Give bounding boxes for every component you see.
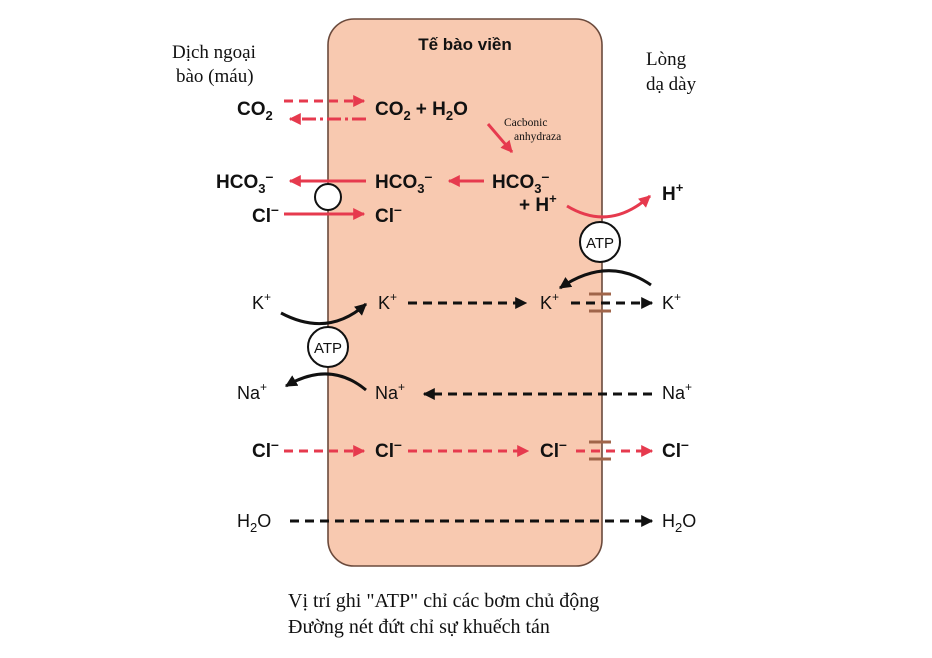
enzyme-label-line1: Cacbonic	[504, 117, 547, 129]
na-pump-out-arrow	[284, 372, 367, 392]
hco3-cl-exchanger	[314, 183, 342, 211]
cl-channel	[589, 440, 611, 461]
extracellular-label-line1: Dịch ngoại	[172, 42, 256, 63]
h2o-lumen: H2O	[662, 511, 696, 535]
k-lumen: K+	[662, 290, 681, 313]
legend-line-2: Đường nét đứt chỉ sự khuếch tán	[288, 616, 550, 638]
k-cell: K+	[378, 290, 397, 313]
hco3-product: HCO3–	[492, 168, 549, 196]
hco3-extracellular: HCO3–	[216, 168, 273, 196]
h2o-extracellular: H2O	[237, 511, 271, 535]
co2-h2o-cell: CO2+ H2O	[375, 99, 468, 123]
h-product: + H+	[519, 191, 557, 216]
na-lumen: Na+	[662, 380, 692, 403]
k-cell-apical: K+	[540, 290, 559, 313]
k-pump-in-arrow	[280, 302, 367, 326]
h-lumen: H+	[662, 180, 684, 205]
k-uptake-pump-arrow	[559, 269, 652, 290]
cl-extracellular-1: Cl–	[252, 201, 279, 227]
na-cell: Na+	[375, 380, 405, 403]
na-extracellular: Na+	[237, 380, 267, 403]
legend-line-1: Vị trí ghi "ATP" chỉ các bơm chủ động	[288, 590, 599, 612]
hco3-cell: HCO3–	[375, 168, 432, 196]
cl-cell-apical: Cl–	[540, 436, 567, 462]
atp-pump-h-k-label: ATP	[586, 235, 614, 252]
co2-extracellular: CO2	[237, 99, 273, 123]
cl-lumen: Cl–	[662, 436, 689, 462]
lumen-label-line1: Lòng	[646, 49, 687, 70]
extracellular-label-line2: bào (máu)	[176, 66, 254, 87]
lumen-label-line2: dạ dày	[646, 74, 697, 95]
cl-cell-1: Cl–	[375, 201, 402, 227]
cl-cell-2: Cl–	[375, 436, 402, 462]
enzyme-label-line2: anhydraza	[514, 131, 561, 143]
k-channel	[589, 292, 611, 313]
atp-pump-na-k	[307, 326, 349, 368]
k-extracellular: K+	[252, 290, 271, 313]
atp-pump-h-k	[579, 221, 621, 263]
enzyme-reaction-arrow	[486, 123, 514, 153]
atp-pump-na-k-label: ATP	[314, 340, 342, 357]
cl-extracellular-2: Cl–	[252, 436, 279, 462]
h-secretion-arrow	[566, 194, 652, 219]
cell-title: Tế bào viền	[418, 35, 512, 54]
